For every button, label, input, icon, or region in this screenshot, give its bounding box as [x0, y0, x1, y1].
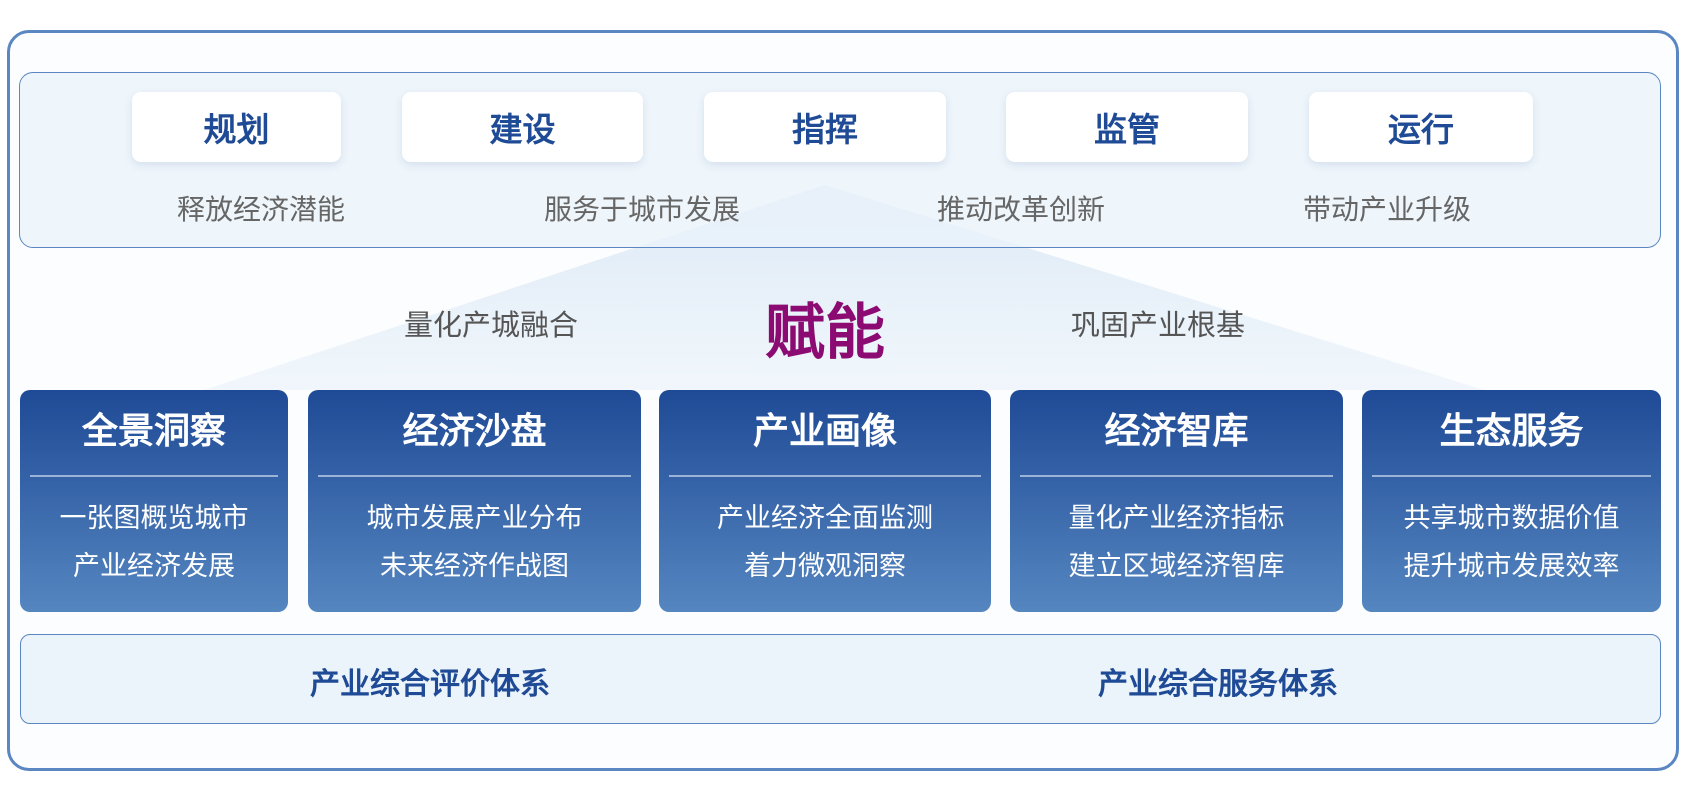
card-panorama: 全景洞察 一张图概览城市 产业经济发展: [20, 390, 288, 612]
card-title: 产业画像: [752, 411, 897, 452]
energize-title: 赋能: [765, 298, 885, 368]
goal-text: 服务于城市发展: [543, 193, 741, 226]
goal-text: 推动改革创新: [936, 193, 1106, 226]
card-line: 未来经济作战图: [380, 551, 569, 582]
card-line: 量化产业经济指标: [1068, 503, 1285, 534]
pillar-supervision: 监管: [1006, 92, 1248, 162]
pillar-construction: 建设: [402, 92, 643, 162]
card-line: 提升城市发展效率: [1403, 551, 1620, 582]
goal-text: 带动产业升级: [1302, 193, 1472, 226]
evaluation-system-label: 产业综合评价体系: [310, 667, 550, 702]
goal-text: 释放经济潜能: [176, 193, 346, 226]
pillar-command: 指挥: [704, 92, 946, 162]
card-title: 经济智库: [1104, 411, 1249, 452]
card-line: 建立区域经济智库: [1068, 551, 1285, 582]
card-divider: [1020, 475, 1333, 477]
card-title: 全景洞察: [81, 411, 226, 452]
card-think-tank: 经济智库 量化产业经济指标 建立区域经济智库: [1010, 390, 1343, 612]
card-divider: [30, 475, 278, 477]
pillar-planning: 规划: [132, 92, 341, 162]
service-system-label: 产业综合服务体系: [1098, 667, 1338, 702]
pillar-operation: 运行: [1309, 92, 1533, 162]
card-profile: 产业画像 产业经济全面监测 着力微观洞察: [659, 390, 991, 612]
card-line: 一张图概览城市: [59, 503, 249, 534]
card-line: 城市发展产业分布: [366, 503, 583, 534]
bottom-panel: [20, 634, 1661, 724]
card-title: 经济沙盘: [402, 411, 547, 452]
middle-right-text: 巩固产业根基: [1070, 308, 1246, 342]
card-line: 共享城市数据价值: [1403, 503, 1620, 534]
card-title: 生态服务: [1439, 411, 1584, 452]
card-line: 产业经济发展: [73, 551, 235, 582]
card-eco-service: 生态服务 共享城市数据价值 提升城市发展效率: [1362, 390, 1661, 612]
card-sandbox: 经济沙盘 城市发展产业分布 未来经济作战图: [308, 390, 641, 612]
card-line: 着力微观洞察: [744, 551, 906, 582]
middle-left-text: 量化产城融合: [403, 308, 579, 342]
card-divider: [1372, 475, 1651, 477]
card-divider: [669, 475, 981, 477]
card-divider: [318, 475, 631, 477]
card-line: 产业经济全面监测: [717, 503, 933, 534]
